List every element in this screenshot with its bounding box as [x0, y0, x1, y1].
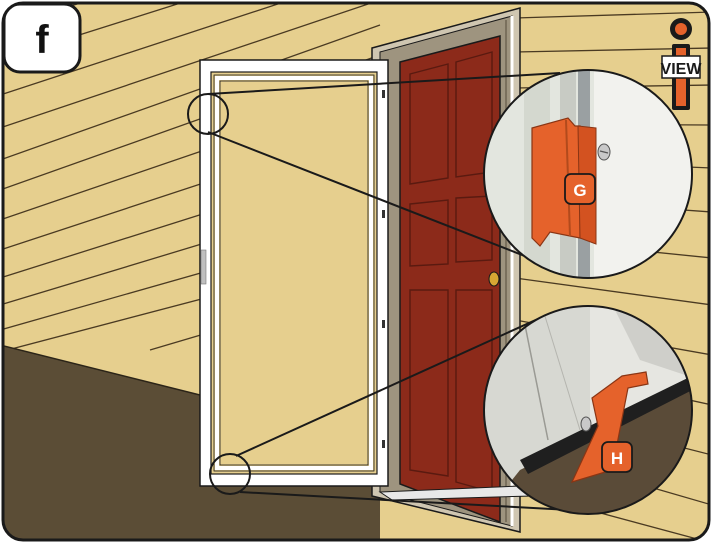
- storm-door-handle: [201, 250, 206, 284]
- callout-label-h: H: [611, 449, 623, 468]
- entry-door: [400, 36, 500, 522]
- callout-badge-g: G: [565, 174, 595, 204]
- door-knob: [489, 272, 499, 286]
- storm-door: [200, 60, 388, 486]
- callout-badge-h: H: [602, 442, 632, 472]
- callout-label-g: G: [573, 181, 586, 200]
- view-icon-label: VIEW: [661, 61, 703, 78]
- step-badge: f: [4, 4, 80, 72]
- step-label: f: [35, 18, 49, 62]
